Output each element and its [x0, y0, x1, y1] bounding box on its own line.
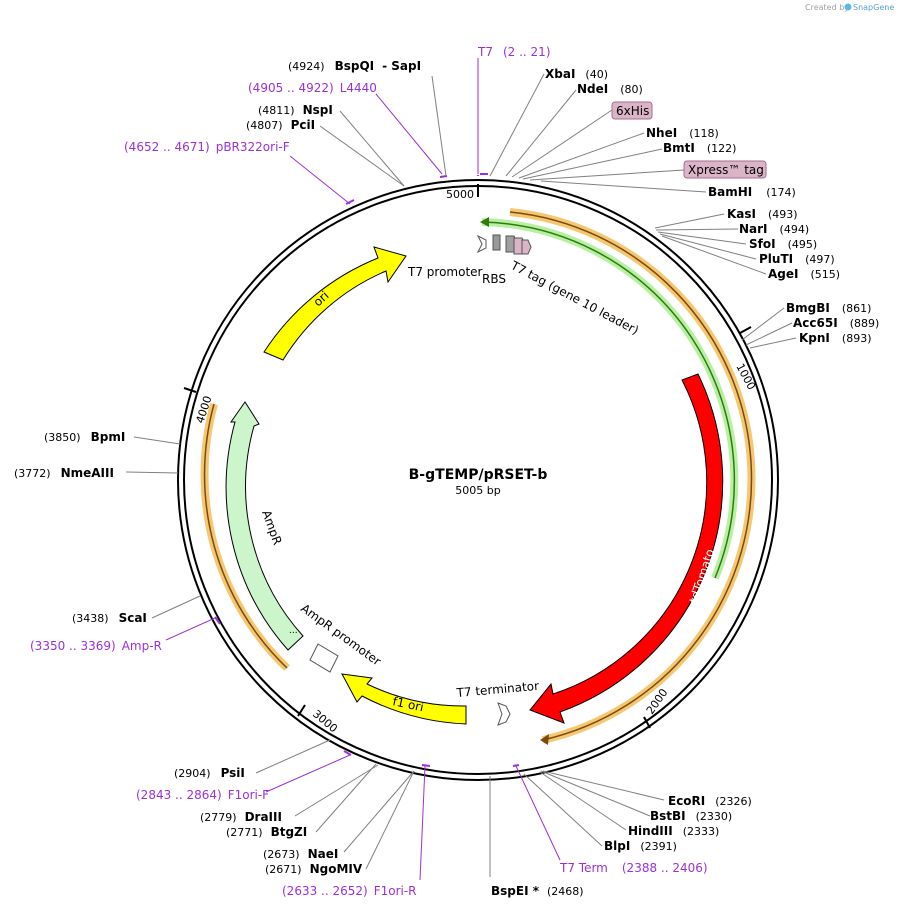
enzyme-kasi-label: KasI(493) [727, 207, 798, 221]
orf-inner-line [481, 221, 736, 579]
enzyme-xbai-label: XbaI(40) [545, 67, 608, 81]
enzyme-nari-label: NarI(494) [739, 222, 809, 236]
leader-lines [125, 73, 797, 877]
xpress-tag-box [683, 160, 767, 179]
6xhis-label: 6xHis [616, 104, 649, 118]
ampr-ellipsis: ... [289, 626, 298, 636]
rbs-feature[interactable] [492, 234, 501, 251]
enzyme-blpi-label: BlpI(2391) [604, 839, 677, 853]
enzyme-bamhi-label: BamHI(174) [708, 185, 796, 199]
orf-left-line [203, 403, 288, 669]
tick-3000 [297, 704, 306, 717]
t7-promoter-feature[interactable] [476, 234, 487, 254]
tdtomato-feature[interactable] [529, 373, 724, 724]
enzyme-bspqi-sapi-label: (4924) BspQI - SapI [288, 59, 421, 73]
enzyme-nmeaiii-label: (3772)NmeAIII [14, 466, 114, 480]
enzyme-pcii-label: (4807)PciI [246, 118, 315, 132]
snapgene-brand-text: SnapGene [853, 3, 894, 12]
enzyme-draiii-label: (2779)DraIII [200, 810, 282, 824]
primer-l4440-pos: (4905 .. 4922) [248, 81, 334, 95]
enzyme-bmti-label: BmtI(122) [663, 141, 736, 155]
enzyme-nspi-label: (4811)NspI [258, 103, 333, 117]
xpress-feature[interactable] [521, 239, 532, 255]
primer-t7-term-label: T7 Term(2388 .. 2406) [559, 861, 708, 875]
enzyme-agei-label: AgeI(515) [768, 267, 840, 281]
enzyme-bspqi-pos: (4924) [288, 60, 325, 73]
enzyme-nhei-label: NheI(118) [646, 126, 719, 140]
backbone-outer-ring [177, 179, 779, 781]
tick-2000 [643, 716, 651, 729]
enzyme-hindiii-label: HindIII(2333) [628, 824, 719, 838]
enzyme-scai-label: (3438)ScaI [72, 611, 147, 625]
f1-ori-feature[interactable] [341, 673, 467, 725]
ampr-feature[interactable] [225, 401, 304, 651]
primer-l4440-name: L4440 [340, 81, 377, 95]
enzyme-ngomiv-label: (2671)NgoMIV [265, 862, 363, 876]
t7-terminator-label: T7 terminator [455, 679, 540, 700]
rbs-label: RBS [482, 272, 506, 286]
plasmid-size: 5005 bp [455, 484, 500, 497]
enzyme-bspqi-name: BspQI [335, 59, 375, 73]
orf-outer-line [509, 211, 753, 741]
primer-l4440-label: (4905 .. 4922) L4440 [248, 81, 377, 95]
ori-feature[interactable] [263, 246, 407, 361]
primer-f1ori-r-label: (2633 .. 2652)F1ori-R [282, 884, 417, 898]
primer-t7-label: T7(2 .. 21) [477, 45, 551, 59]
6xhis-box [611, 101, 653, 120]
enzyme-kpni-label: KpnI(893) [799, 331, 872, 345]
t7-terminator-feature[interactable] [497, 702, 511, 726]
enzyme-sapi-name: - SapI [382, 59, 421, 73]
enzyme-btgzi-label: (2771)BtgZI [226, 825, 307, 839]
tick-label-5000: 5000 [446, 188, 474, 201]
enzyme-bspei-label: BspEI *(2468) [491, 884, 584, 898]
f1-ori-label: f1 ori [391, 694, 425, 714]
enzyme-bstbi-label: BstBI(2330) [650, 809, 732, 823]
primer-amp-r-label: (3350 .. 3369)Amp-R [30, 639, 162, 653]
orf-outer-arrowhead [540, 734, 549, 745]
xpress-tag-label: Xpress™ tag [688, 163, 764, 177]
enzyme-psii-label: (2904)PsiI [174, 766, 245, 780]
enzyme-acc65i-label: Acc65I(889) [793, 316, 879, 330]
enzyme-naei-label: (2673)NaeI [263, 847, 338, 861]
enzyme-ndei-label: NdeI(80) [577, 82, 643, 96]
tick-1000 [739, 326, 752, 334]
t7-promoter-label: T7 promoter [407, 265, 483, 279]
primer-pbr322ori-f-label: (4652 .. 4671)pBR322ori-F [124, 140, 290, 154]
created-by-text: Created by [805, 3, 849, 12]
snapgene-logo-icon [844, 3, 852, 11]
enzyme-bmgbi-label: BmgBI(861) [786, 301, 871, 315]
enzyme-bpmi-label: (3850)BpmI [44, 430, 125, 444]
enzyme-sfoi-label: SfoI(495) [749, 237, 817, 251]
primer-marks [214, 173, 520, 767]
plasmid-name: B-gTEMP/pRSET-b [409, 467, 548, 483]
enzyme-ecori-label: EcoRI(2326) [668, 794, 752, 808]
tick-4000 [183, 387, 197, 393]
primer-f1ori-f-label: (2843 .. 2864)F1ori-F [136, 788, 269, 802]
ampr-label: AmpR [259, 508, 284, 546]
enzyme-pluti-label: PluTI(497) [759, 252, 835, 266]
ampr-promoter-feature[interactable] [309, 643, 339, 673]
orf-inner-arrowhead [480, 217, 489, 227]
primer-leader-lines [165, 58, 561, 881]
